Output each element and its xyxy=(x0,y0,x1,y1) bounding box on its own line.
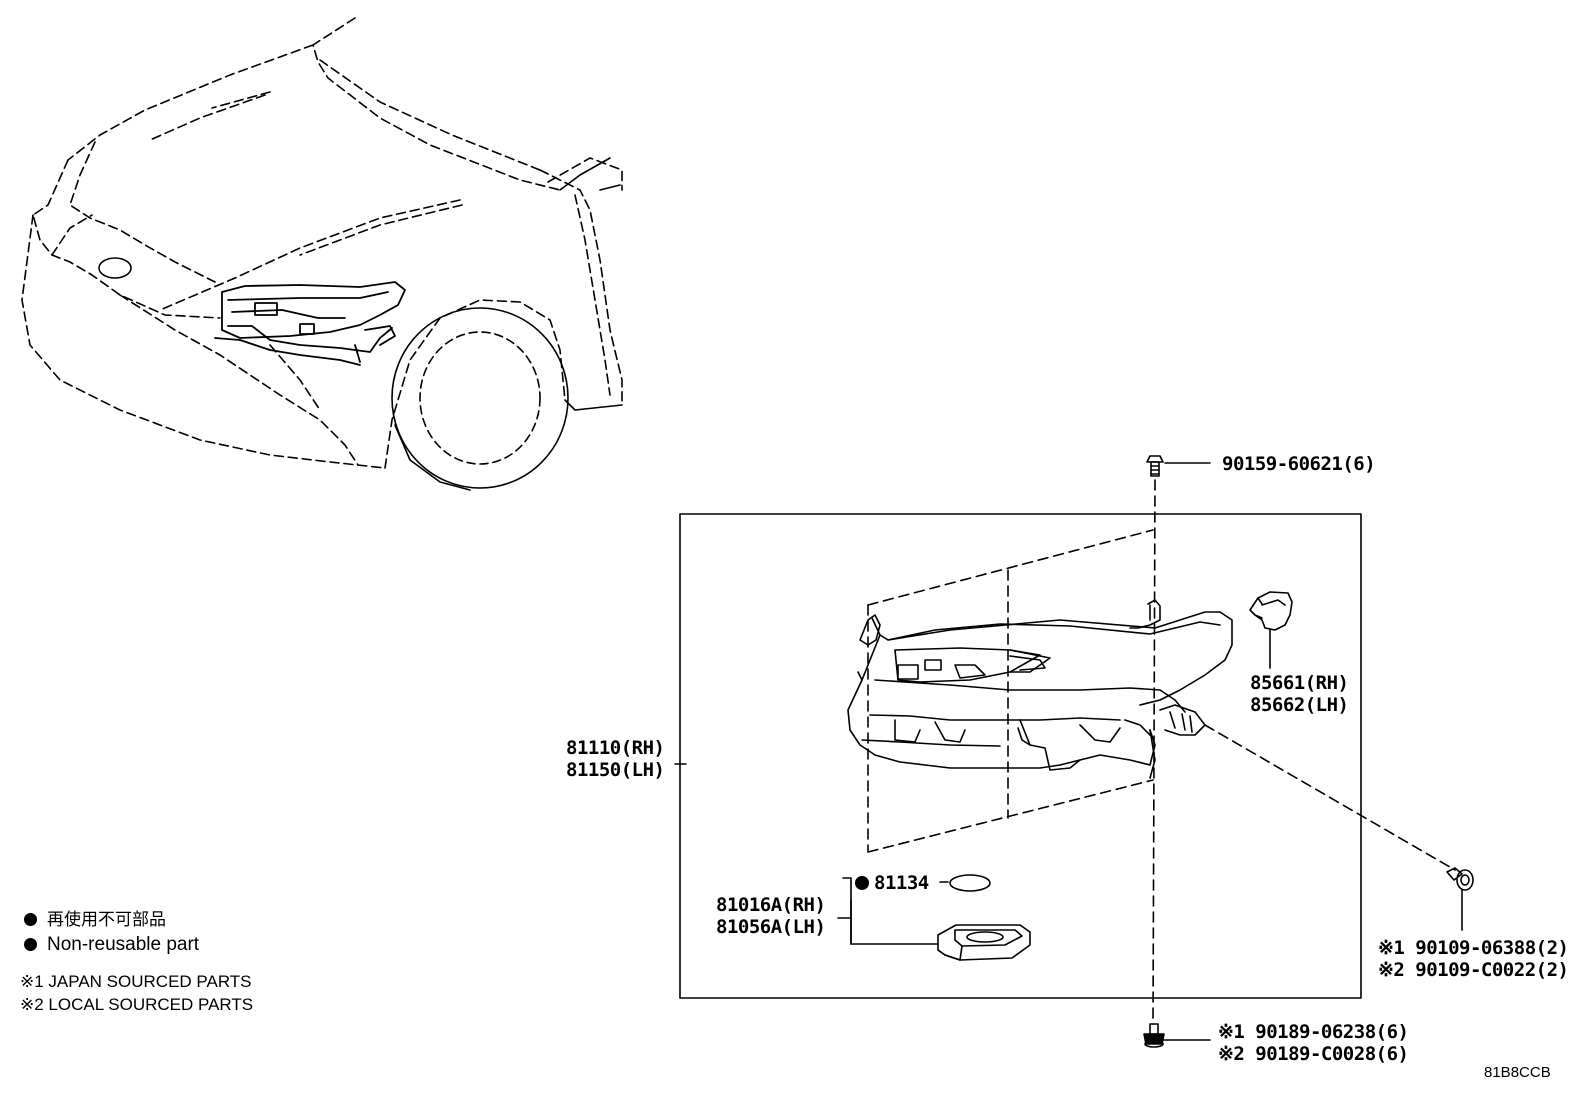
lamp-computer xyxy=(937,924,1031,961)
part-label-actuator-lh: 85662(LH) xyxy=(1250,694,1349,716)
part-label-headlamp-lh: 81150(LH) xyxy=(566,759,665,781)
lamp-phantom-box xyxy=(867,529,1154,853)
bottom-bolt xyxy=(1143,1023,1165,1048)
legend-dot-icon xyxy=(24,938,37,951)
part-label-actuator-rh: 85661(RH) xyxy=(1250,672,1349,694)
gasket xyxy=(949,874,991,892)
part-label-bottom-bolt-1: ※1 90189-06238(6) xyxy=(1218,1021,1409,1043)
legend-note-2: ※2 LOCAL SOURCED PARTS xyxy=(20,995,254,1014)
legend-dot-icon xyxy=(24,913,37,926)
legend-non-reusable-en: Non-reusable part xyxy=(24,935,199,955)
top-screw xyxy=(1146,455,1164,477)
assembly-frame xyxy=(679,513,1362,999)
legend-text-en: Non-reusable part xyxy=(47,934,200,955)
side-bolt xyxy=(1446,867,1474,931)
headlamp-assembly xyxy=(847,599,1233,779)
part-label-computer-lh: 81056A(LH) xyxy=(716,916,826,938)
diagram-code: 81B8CCB xyxy=(1484,1064,1551,1081)
non-reusable-marker xyxy=(855,876,869,890)
part-label-headlamp-rh: 81110(RH) xyxy=(566,737,665,759)
legend-non-reusable-jp: 再使用不可部品 xyxy=(24,910,166,930)
leveling-actuator xyxy=(1249,591,1293,669)
vehicle-headlamp-highlight xyxy=(214,281,406,366)
part-label-side-bolt-1: ※1 90109-06388(2) xyxy=(1378,937,1569,959)
part-label-bottom-bolt-2: ※2 90189-C0028(6) xyxy=(1218,1043,1409,1065)
side-bolt-axis-line xyxy=(1204,724,1456,871)
legend-note-1: ※1 JAPAN SOURCED PARTS xyxy=(20,972,252,991)
part-label-side-bolt-2: ※2 90109-C0022(2) xyxy=(1378,959,1569,981)
vehicle-outline xyxy=(21,17,623,491)
legend-text-jp: 再使用不可部品 xyxy=(47,910,166,929)
part-label-screw-top: 90159-60621(6) xyxy=(1222,453,1376,475)
part-label-computer-rh: 81016A(RH) xyxy=(716,894,826,916)
part-label-gasket: 81134 xyxy=(874,872,929,894)
